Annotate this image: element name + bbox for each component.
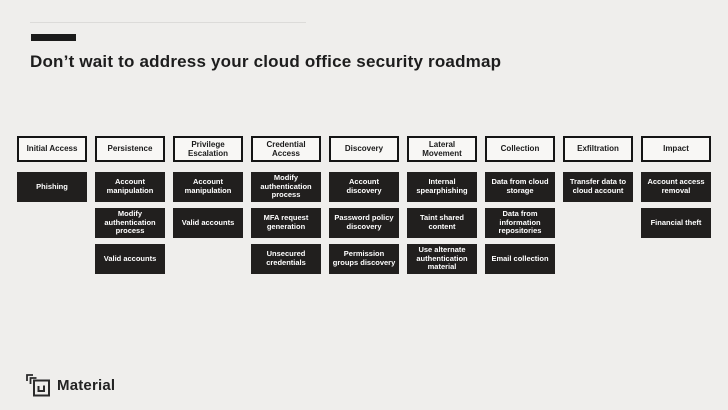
technique-cell-transfer-data-to-cloud-account: Transfer data to cloud account — [563, 172, 633, 202]
technique-cell-permission-groups-discovery: Permission groups discovery — [329, 244, 399, 274]
technique-cell-phishing: Phishing — [17, 172, 87, 202]
technique-cell-internal-spearphishing: Internal spearphishing — [407, 172, 477, 202]
technique-cell-account-manipulation: Account manipulation — [95, 172, 165, 202]
technique-cell-use-alternate-authentication-material: Use alternate authentication material — [407, 244, 477, 274]
material-layers-icon — [26, 374, 50, 397]
tactic-header-lateral-movement: Lateral Movement — [407, 136, 477, 162]
slide-title: Don’t wait to address your cloud office … — [30, 52, 502, 71]
tactic-header-exfiltration: Exfiltration — [563, 136, 633, 162]
tactic-header-initial-access: Initial Access — [17, 136, 87, 162]
tactic-header-discovery: Discovery — [329, 136, 399, 162]
technique-list: Transfer data to cloud account — [563, 172, 633, 202]
technique-cell-data-from-information-repositories: Data from information repositories — [485, 208, 555, 238]
technique-cell-valid-accounts: Valid accounts — [95, 244, 165, 274]
brand-name: Material — [57, 376, 116, 394]
tactic-header-privilege-escalation: Privilege Escalation — [173, 136, 243, 162]
technique-cell-account-discovery: Account discovery — [329, 172, 399, 202]
top-divider-line — [30, 22, 306, 23]
technique-cell-unsecured-credentials: Unsecured credentials — [251, 244, 321, 274]
technique-cell-modify-authentication-process: Modify authentication process — [251, 172, 321, 202]
accent-bar — [31, 34, 76, 41]
tactic-header-credential-access: Credential Access — [251, 136, 321, 162]
tactic-header-collection: Collection — [485, 136, 555, 162]
tactic-header-persistence: Persistence — [95, 136, 165, 162]
technique-cell-valid-accounts: Valid accounts — [173, 208, 243, 238]
technique-list: Phishing — [17, 172, 87, 202]
technique-cell-account-access-removal: Account access removal — [641, 172, 711, 202]
technique-cell-mfa-request-generation: MFA request generation — [251, 208, 321, 238]
technique-cell-taint-shared-content: Taint shared content — [407, 208, 477, 238]
technique-cell-email-collection: Email collection — [485, 244, 555, 274]
footer-logo: Material — [24, 372, 115, 398]
technique-cell-modify-authentication-process: Modify authentication process — [95, 208, 165, 238]
technique-cell-financial-theft: Financial theft — [641, 208, 711, 238]
tactic-header-impact: Impact — [641, 136, 711, 162]
technique-cell-password-policy-discovery: Password policy discovery — [329, 208, 399, 238]
technique-cell-account-manipulation: Account manipulation — [173, 172, 243, 202]
technique-cell-data-from-cloud-storage: Data from cloud storage — [485, 172, 555, 202]
